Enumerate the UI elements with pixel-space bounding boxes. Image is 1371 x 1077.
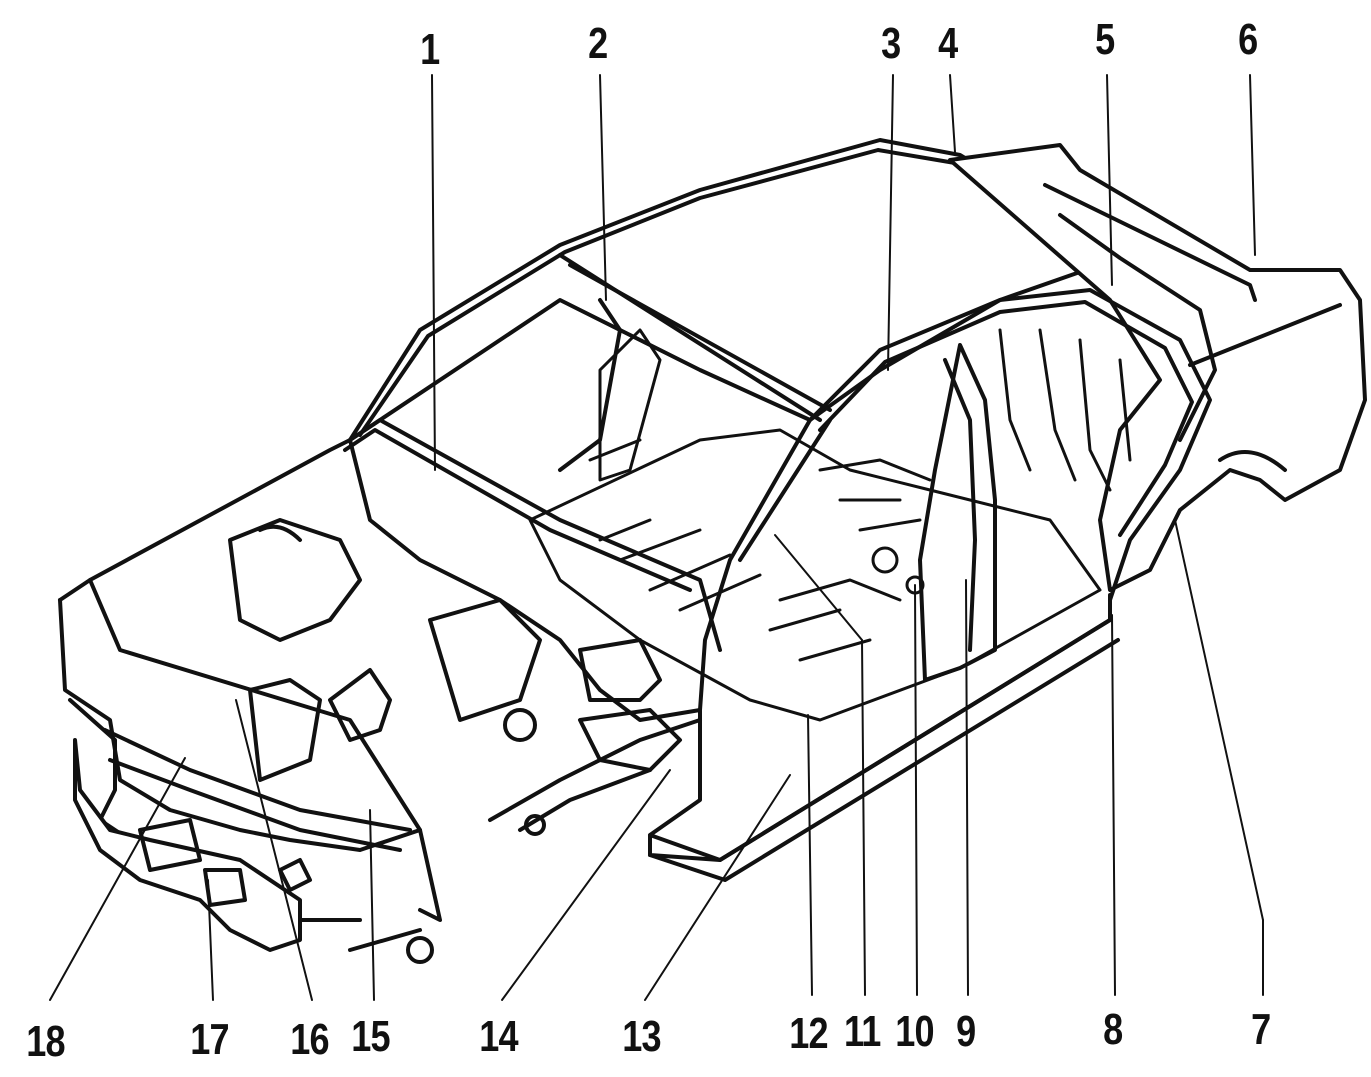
callout-18: 18	[26, 1017, 65, 1066]
callout-6: 6	[1238, 15, 1258, 64]
callout-2: 2	[588, 19, 608, 68]
callout-9: 9	[956, 1007, 976, 1056]
leader-lines	[49, 74, 1264, 1001]
callout-7: 7	[1251, 1005, 1271, 1054]
callout-4: 4	[938, 19, 958, 68]
callout-12: 12	[789, 1009, 828, 1058]
side-sill	[648, 618, 1120, 882]
callout-11: 11	[844, 1007, 881, 1056]
callout-1: 1	[420, 25, 440, 74]
callout-10: 10	[895, 1007, 934, 1056]
front-crossmember	[73, 738, 302, 952]
callout-5: 5	[1095, 15, 1115, 64]
callout-15: 15	[351, 1012, 390, 1061]
door-frame	[648, 288, 1212, 862]
callout-14: 14	[479, 1012, 518, 1061]
rear-quarter-panel	[948, 143, 1367, 592]
callout-8: 8	[1103, 1005, 1123, 1054]
engine-compartment	[58, 438, 702, 964]
callout-17: 17	[190, 1015, 229, 1064]
callout-16: 16	[290, 1015, 329, 1064]
windscreen-frame	[343, 298, 722, 652]
callout-3: 3	[881, 19, 901, 68]
callout-13: 13	[622, 1012, 661, 1061]
